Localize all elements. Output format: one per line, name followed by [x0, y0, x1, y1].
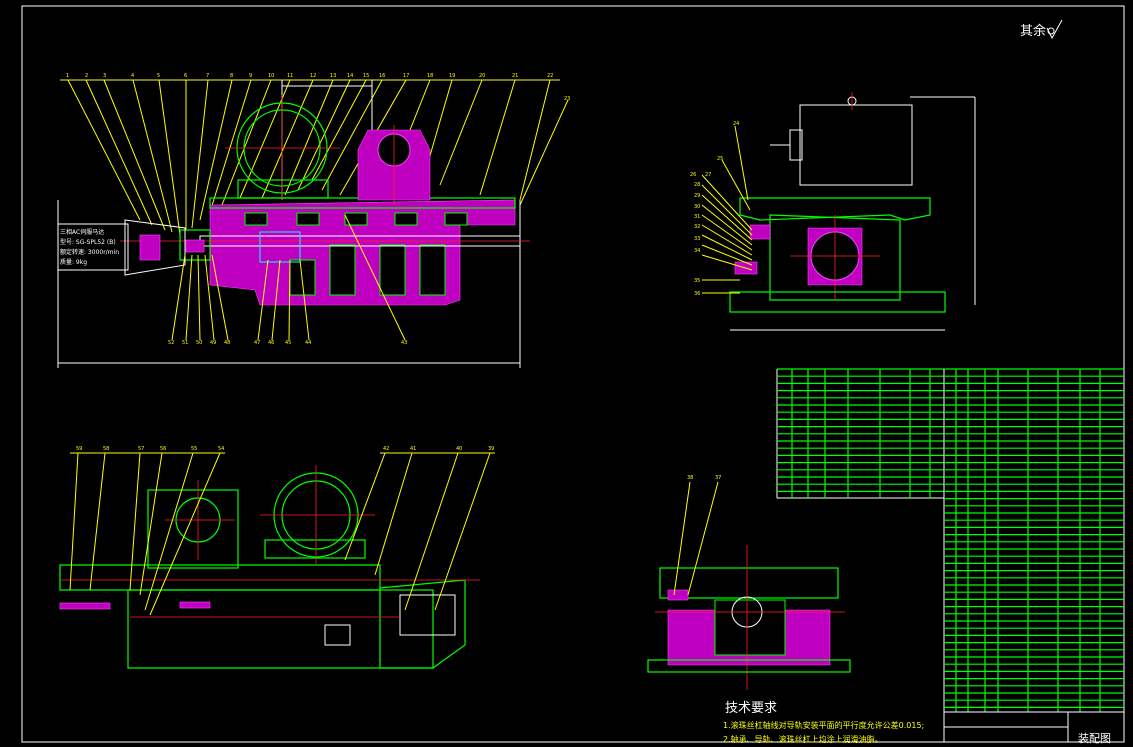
callout-5: 5: [157, 73, 160, 79]
callout-24: 24: [733, 121, 739, 127]
callout-50: 50: [196, 340, 202, 346]
callout-39: 39: [488, 446, 494, 452]
roughness-symbol-icon: [1046, 19, 1063, 40]
callout-9: 9: [249, 73, 252, 79]
callout-numbers-bottom: 52 51 50 49 48 47 46 45 44 43: [168, 340, 407, 346]
callout-numbers-top: 1 2 3 4 5 6 7 8 9 10 11 12 13 14 15 16 1…: [66, 73, 570, 102]
callout-numbers-bottom-left: 59 58 57 56 55 54 42 41 40 39: [76, 446, 494, 452]
motor-spec-line-2: 型号: SG-SPL52 (B): [60, 238, 116, 246]
main-front-view: 1 2 3 4 5 6 7 8 9 10 11 12 13 14 15 16 1…: [57, 73, 570, 368]
callout-21: 21: [512, 73, 518, 79]
callout-2: 2: [85, 73, 88, 79]
callout-29: 29: [694, 193, 700, 199]
callout-31: 31: [694, 214, 700, 220]
callout-34: 34: [694, 248, 700, 254]
callout-22: 22: [547, 73, 553, 79]
callout-leaders-bottom: [171, 214, 406, 341]
motor-outline: [225, 95, 340, 200]
callout-37: 37: [715, 475, 721, 481]
callout-16: 16: [379, 73, 385, 79]
callout-45: 45: [285, 340, 291, 346]
callout-36: 36: [694, 291, 700, 297]
callout-58: 58: [103, 446, 109, 452]
callout-26: 26: [690, 172, 696, 178]
callout-57: 57: [138, 446, 144, 452]
callout-27: 27: [705, 172, 711, 178]
callout-12: 12: [310, 73, 316, 79]
callout-49: 49: [210, 340, 216, 346]
callout-42: 42: [383, 446, 389, 452]
callout-54: 54: [218, 446, 224, 452]
callout-11: 11: [287, 73, 293, 79]
tech-req-line-2: 2.轴承、导轨、滚珠丝杠上均涂上润滑油脂。: [723, 734, 883, 744]
callout-6: 6: [184, 73, 187, 79]
top-view: 59 58 57 56 55 54 42 41 40 39: [59, 446, 495, 669]
callout-47: 47: [254, 340, 260, 346]
callout-56: 56: [160, 446, 166, 452]
callout-15: 15: [363, 73, 369, 79]
callout-28: 28: [694, 182, 700, 188]
callout-46: 46: [268, 340, 274, 346]
callout-25: 25: [717, 156, 723, 162]
callout-8: 8: [230, 73, 233, 79]
callout-13: 13: [330, 73, 336, 79]
ball-screw-shaft: [120, 229, 530, 263]
callout-35: 35: [694, 278, 700, 284]
callout-20: 20: [479, 73, 485, 79]
motor-spec-line-3: 额定转速: 3000r/min: [60, 248, 119, 256]
callout-4: 4: [131, 73, 134, 79]
callout-41: 41: [410, 446, 416, 452]
callout-numbers-side: 24 25 26 27 28 29 30 31 32 33 34 35 36: [690, 121, 739, 297]
callout-51: 51: [182, 340, 188, 346]
technical-requirements: 技术要求 1.滚珠丝杠轴线对导轨安装平面的平行度允许公差0.015; 2.轴承、…: [723, 701, 924, 744]
bearing-block: [357, 125, 431, 205]
tech-req-title: 技术要求: [725, 701, 777, 716]
title-block: 装配图: [943, 711, 1125, 745]
motor-spec: 三相AC伺服马达 型号: SG-SPL52 (B) 额定转速: 3000r/mi…: [57, 223, 129, 271]
motor-spec-line-4: 质量: 9kg: [60, 258, 87, 266]
bill-of-materials: [776, 368, 1125, 712]
callout-44: 44: [305, 340, 311, 346]
callout-18: 18: [427, 73, 433, 79]
callout-leaders-side: [701, 125, 753, 294]
drawing-title: 装配图: [1078, 732, 1111, 745]
callout-33: 33: [694, 236, 700, 242]
motor-spec-line-1: 三相AC伺服马达: [60, 228, 104, 236]
tech-req-line-1: 1.滚珠丝杠轴线对导轨安装平面的平行度允许公差0.015;: [723, 720, 924, 730]
servo-motor-left: [124, 219, 186, 276]
callout-59: 59: [76, 446, 82, 452]
callout-32: 32: [694, 224, 700, 230]
callout-3: 3: [103, 73, 106, 79]
drawing-frame: [21, 5, 1125, 743]
callout-40: 40: [456, 446, 462, 452]
callout-43: 43: [401, 340, 407, 346]
side-view: 24 25 26 27 28 29 30 31 32 33 34 35 36: [690, 92, 976, 331]
callout-38: 38: [687, 475, 693, 481]
callout-52: 52: [168, 340, 174, 346]
callout-14: 14: [347, 73, 353, 79]
roughness-note: 其余: [1020, 23, 1046, 39]
callout-19: 19: [449, 73, 455, 79]
callout-17: 17: [403, 73, 409, 79]
callout-leaders-bottom-left: [69, 452, 495, 616]
section-view: 38 37: [647, 475, 851, 690]
callout-7: 7: [206, 73, 209, 79]
callout-leaders-top: [60, 79, 569, 236]
callout-leaders-section: [673, 481, 719, 596]
callout-1: 1: [66, 73, 69, 79]
callout-48: 48: [224, 340, 230, 346]
callout-23: 23: [564, 96, 570, 102]
callout-30: 30: [694, 204, 700, 210]
callout-10: 10: [268, 73, 274, 79]
callout-55: 55: [191, 446, 197, 452]
